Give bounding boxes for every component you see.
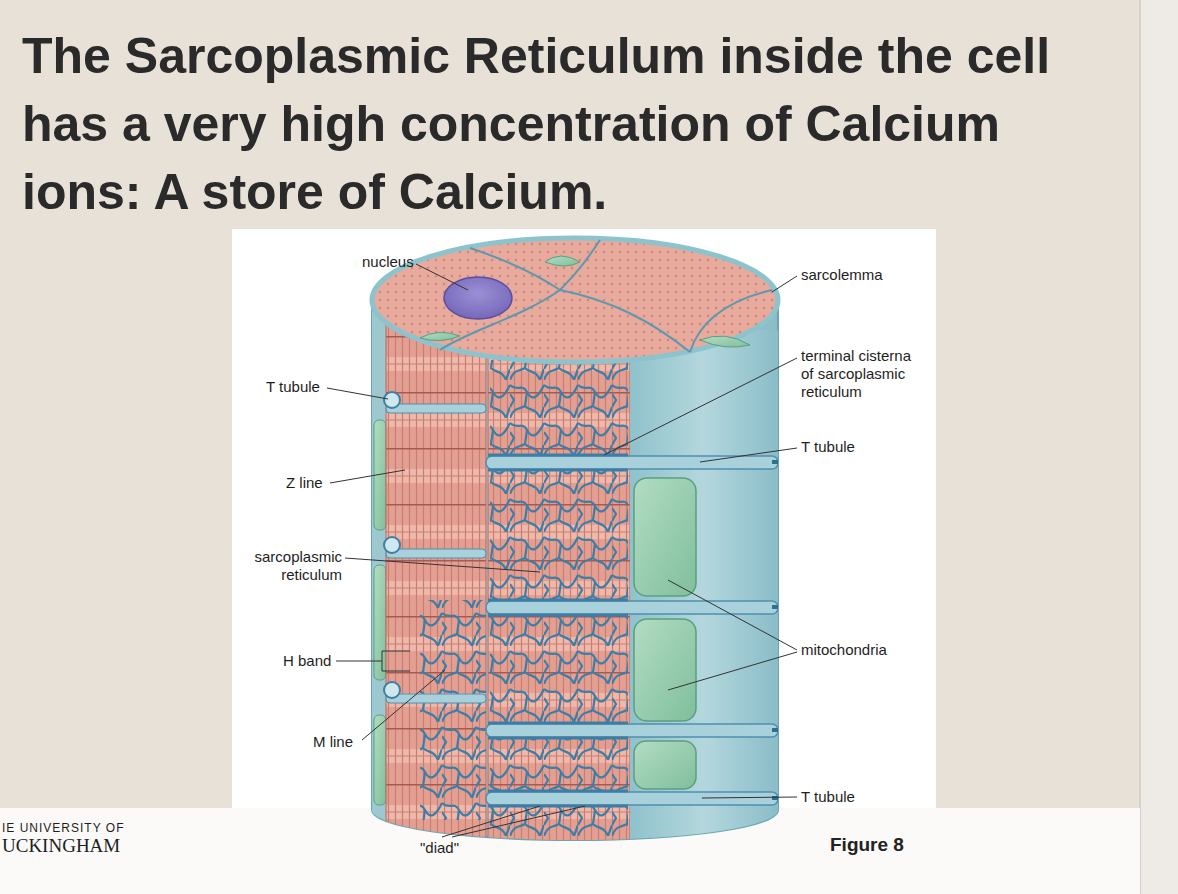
mitochondrion (374, 565, 386, 680)
t-tubule-band (486, 601, 778, 614)
side-strip (1140, 0, 1178, 894)
part-label: sarcoplasmic reticulum (246, 548, 342, 584)
terminal-cisternae (488, 455, 628, 806)
t-tubule-band (386, 549, 486, 558)
leader-line (668, 652, 797, 690)
leader-line (452, 806, 585, 837)
part-label: T tubule (801, 788, 855, 806)
leader-line (700, 448, 797, 462)
h-band-bracket (336, 651, 410, 671)
t-tubule-band (386, 694, 486, 703)
logo-text: IE UNIVERSITY OF (2, 821, 124, 836)
mitochondrion (634, 619, 696, 721)
mitochondrion (634, 478, 696, 596)
leader-line (327, 388, 388, 399)
leader-line (345, 558, 540, 572)
t-tubule-band (486, 792, 778, 805)
part-label: "diad" (420, 839, 459, 857)
leader-line (702, 797, 797, 798)
t-tubule-band (386, 404, 486, 413)
leader-lines (327, 264, 797, 837)
mitochondrion (420, 332, 460, 340)
leader-line (330, 470, 405, 483)
part-label: T tubule (266, 378, 320, 396)
leader-line (416, 264, 468, 290)
part-label: nucleus (362, 253, 414, 271)
leader-line (362, 670, 445, 740)
part-label: Z line (286, 474, 323, 492)
t-tubule-pore (772, 462, 778, 798)
sarcolemma-surface (630, 330, 778, 860)
leader-line (772, 276, 797, 292)
fiber-interior (372, 300, 778, 860)
t-tubule-opening (384, 682, 400, 698)
mitochondrion (700, 336, 750, 347)
mitochondrion (634, 741, 696, 789)
figure-caption: Figure 8 (830, 834, 904, 856)
leader-line (668, 580, 797, 650)
slide-title: The Sarcoplasmic Reticulum inside the ce… (22, 22, 1084, 226)
muscle-fiber (372, 238, 778, 860)
t-tubule-opening (384, 392, 400, 408)
part-label: sarcolemma (801, 266, 883, 284)
part-label: H band (283, 652, 331, 670)
part-label: terminal cisterna of sarcoplasmic reticu… (801, 347, 925, 401)
cut-face (372, 238, 778, 362)
logo-text: UCKINGHAM (2, 835, 120, 857)
part-label: mitochondria (801, 641, 887, 659)
leader-line (604, 358, 797, 455)
t-tubule-opening (384, 537, 400, 553)
part-label: T tubule (801, 438, 855, 456)
t-tubule-band (486, 456, 778, 469)
left-sarcolemma-strip (372, 300, 386, 860)
myofibril (488, 340, 630, 860)
t-tubule-band (486, 724, 778, 737)
myofibril-boundaries (440, 240, 772, 352)
side-strip-edge (1139, 0, 1141, 894)
part-label: M line (313, 733, 353, 751)
leader-line (442, 806, 540, 837)
myofibril (386, 320, 486, 860)
sarcoplasmic-reticulum-mesh (420, 600, 486, 820)
mitochondrion (545, 256, 580, 266)
